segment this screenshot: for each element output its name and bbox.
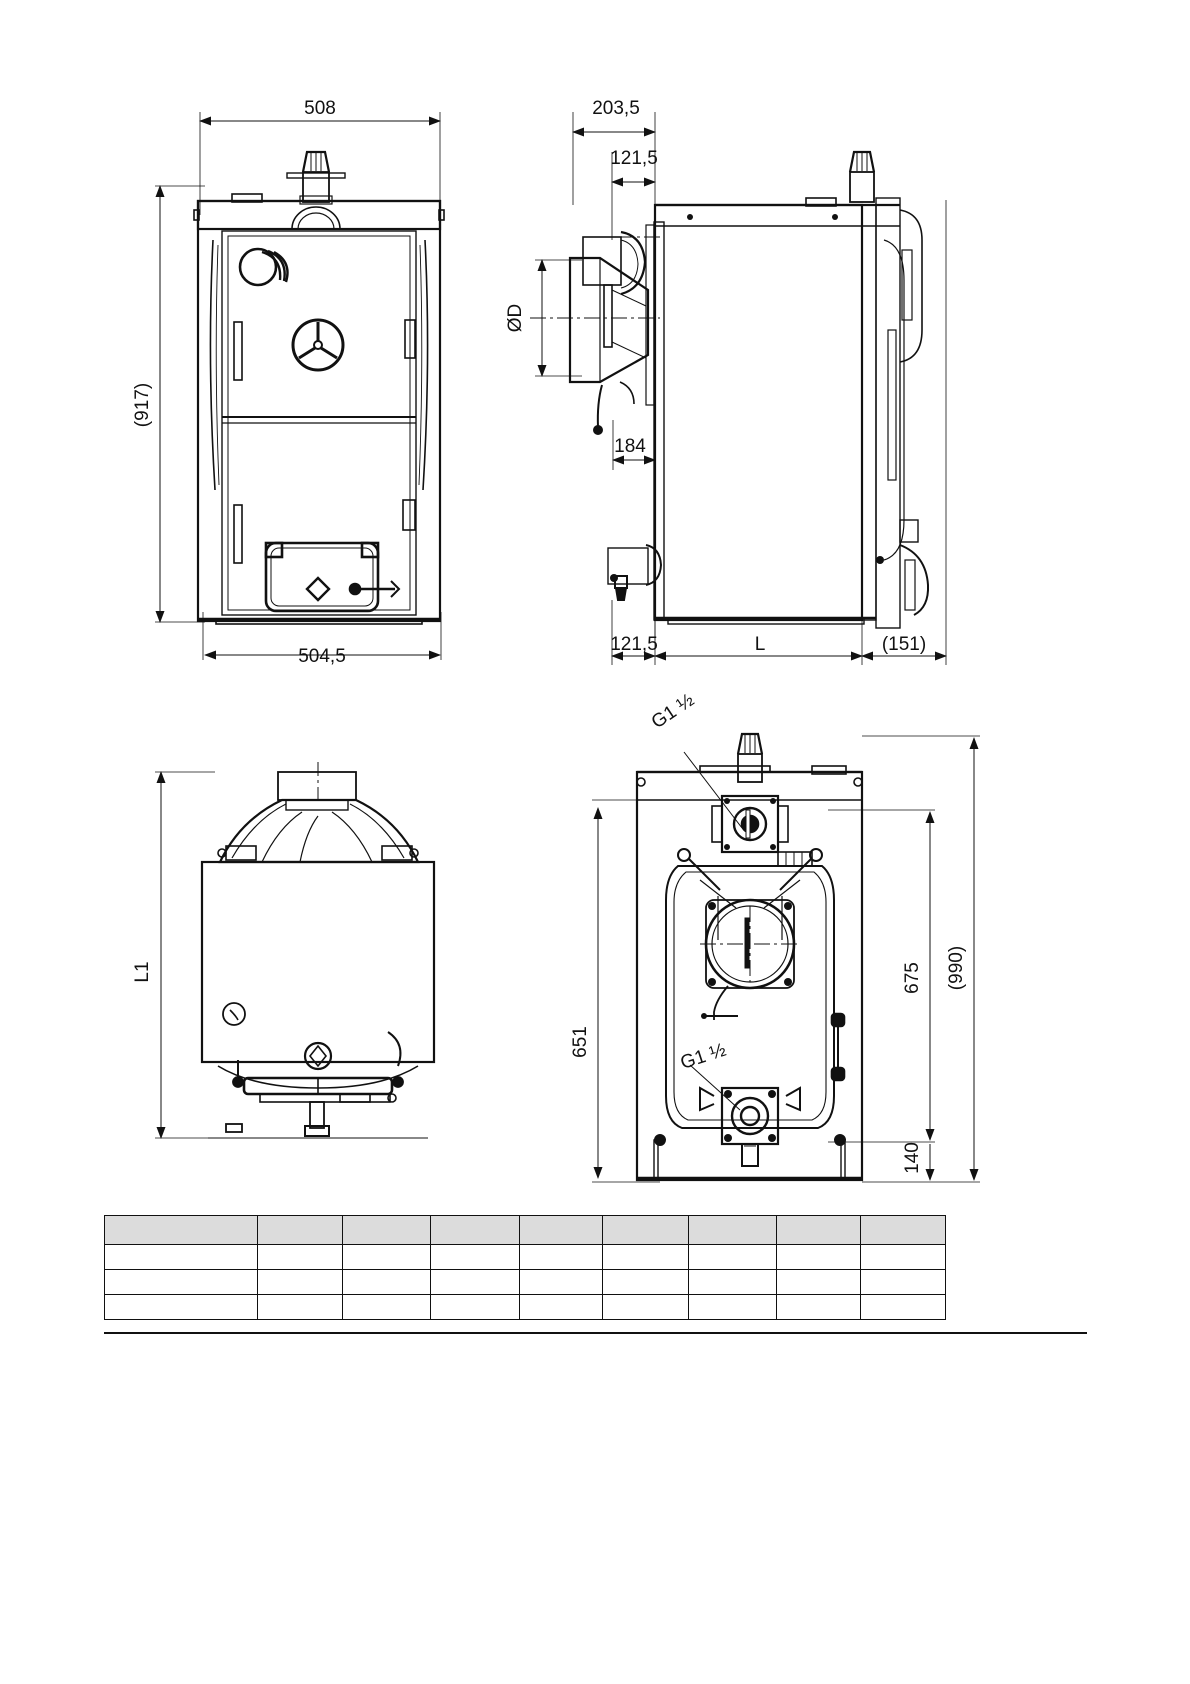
table-cell xyxy=(104,1269,258,1295)
table-cell xyxy=(859,1244,947,1270)
dim-top-depth: L1 xyxy=(132,961,153,982)
table-cell xyxy=(775,1294,861,1320)
table-cell xyxy=(256,1244,344,1270)
table-row xyxy=(104,1269,947,1295)
table-cell xyxy=(342,1294,432,1320)
table-cell xyxy=(256,1294,344,1320)
dim-rear-base-height: 140 xyxy=(902,1142,923,1174)
table-cell xyxy=(775,1244,861,1270)
rear-view-geometry xyxy=(592,732,980,1183)
table-header-cell xyxy=(519,1215,604,1245)
table-header-cell xyxy=(602,1215,689,1245)
table-header-cell xyxy=(859,1215,947,1245)
roda-logo xyxy=(238,247,289,287)
dim-side-bottom-center: L xyxy=(755,634,766,655)
label-upper-port: G1 ½ xyxy=(648,690,698,733)
dim-flue-diameter: ØD xyxy=(505,304,526,333)
table-header-cell xyxy=(775,1215,861,1245)
dim-side-top-inner: 121,5 xyxy=(610,148,658,169)
dim-side-bottom-left: 121,5 xyxy=(610,634,658,655)
label-lower-port: G1 ½ xyxy=(678,1040,729,1074)
table-cell xyxy=(519,1244,604,1270)
footer-rule xyxy=(104,1332,1087,1334)
dim-front-top-width: 508 xyxy=(304,98,336,119)
dim-side-top-overall: 203,5 xyxy=(592,98,640,119)
table-cell xyxy=(775,1269,861,1295)
table-cell xyxy=(602,1244,689,1270)
table-cell xyxy=(430,1244,521,1270)
table-header-cell xyxy=(104,1215,258,1245)
table-cell xyxy=(602,1269,689,1295)
dim-front-height: (917) xyxy=(132,383,153,427)
table-cell xyxy=(104,1244,258,1270)
table-cell xyxy=(687,1294,777,1320)
table-row xyxy=(104,1294,947,1320)
dim-rear-inner-height: 675 xyxy=(902,962,923,994)
dim-front-bottom-width: 504,5 xyxy=(298,646,346,667)
table-cell xyxy=(342,1244,432,1270)
table-cell xyxy=(430,1269,521,1295)
table-cell xyxy=(687,1269,777,1295)
table-cell xyxy=(602,1294,689,1320)
table-cell xyxy=(519,1294,604,1320)
table-header-cell xyxy=(342,1215,432,1245)
front-view-geometry xyxy=(155,112,445,660)
table-header-cell xyxy=(430,1215,521,1245)
table-cell xyxy=(687,1244,777,1270)
table-cell xyxy=(256,1269,344,1295)
table-header-row xyxy=(104,1215,947,1245)
specification-table xyxy=(104,1215,947,1320)
table-header-cell xyxy=(256,1215,344,1245)
side-view-geometry xyxy=(530,112,947,665)
dim-rear-left-height: 651 xyxy=(570,1026,591,1058)
table-cell xyxy=(104,1294,258,1320)
table-cell xyxy=(342,1269,432,1295)
dim-rear-overall-height: (990) xyxy=(946,946,967,990)
top-view-geometry xyxy=(155,762,436,1139)
table-cell xyxy=(859,1294,947,1320)
table-cell xyxy=(519,1269,604,1295)
table-header-cell xyxy=(687,1215,777,1245)
dim-side-mid: 184 xyxy=(614,436,646,457)
dim-side-bottom-right: (151) xyxy=(882,634,926,655)
table-cell xyxy=(430,1294,521,1320)
table-cell xyxy=(859,1269,947,1295)
table-row xyxy=(104,1244,947,1270)
